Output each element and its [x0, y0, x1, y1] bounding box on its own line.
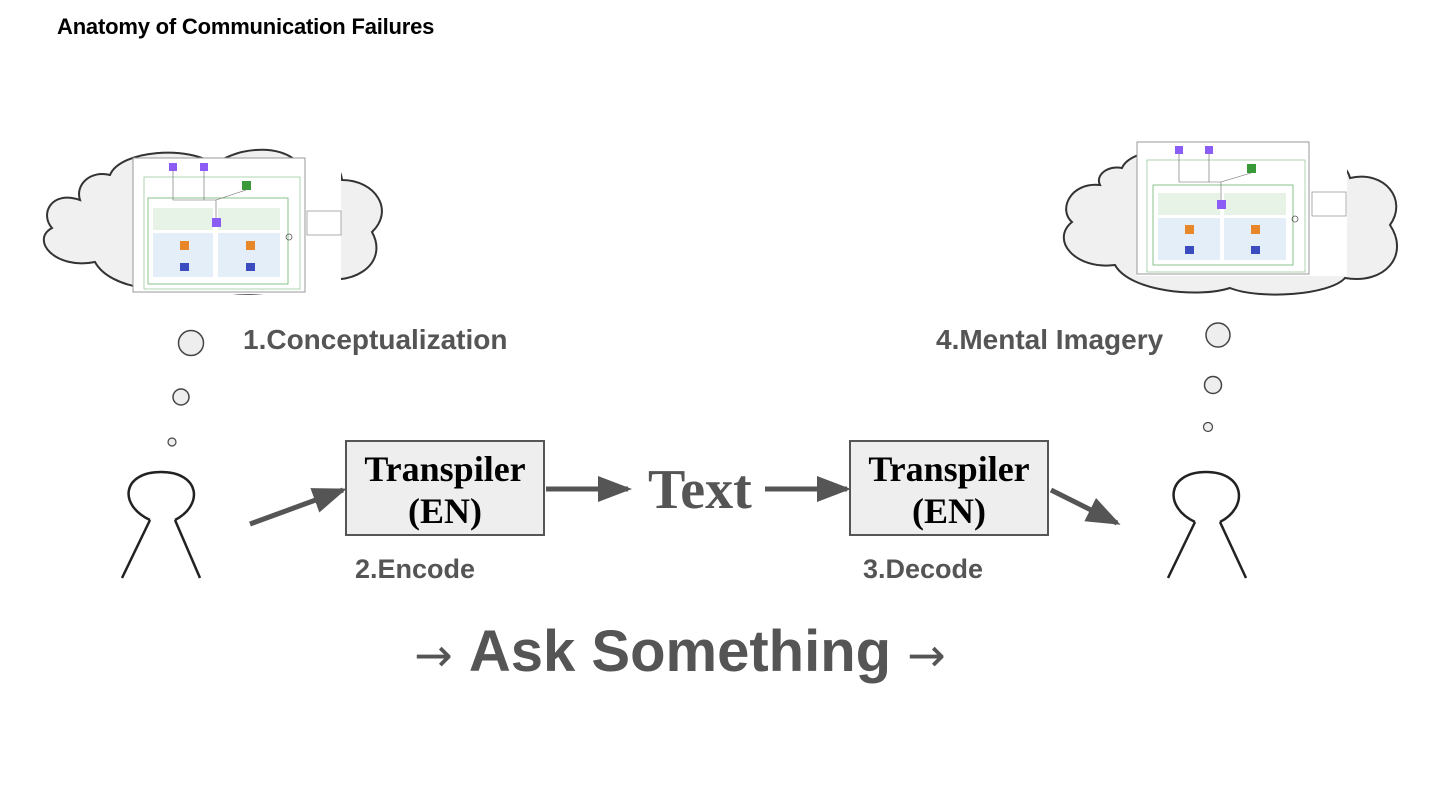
page-title: Anatomy of Communication Failures [57, 14, 435, 39]
thought-bubble-large-right [1205, 322, 1231, 348]
transpiler-encoder-language: (EN) [408, 491, 482, 531]
arrow-right-icon-left: → [414, 628, 453, 682]
arrow-decoder-to-receiver [1049, 487, 1121, 526]
step-conceptualization-label: 1.Conceptualization [243, 324, 508, 355]
arrow-right-icon-right: → [907, 628, 946, 682]
architecture-diagram-right [1136, 140, 1347, 276]
architecture-diagram-left [132, 157, 342, 294]
transpiler-decoder-name: Transpiler [868, 449, 1030, 489]
medium-text-label: Text [648, 459, 752, 521]
thought-bubble-large-left [177, 329, 205, 357]
transpiler-encoder-box: Transpiler (EN) [345, 440, 545, 536]
thought-bubble-medium-right [1203, 375, 1223, 395]
sender-person-icon [120, 470, 202, 579]
thought-bubble-medium-left [172, 388, 190, 406]
ask-something-banner: → Ask Something → [0, 618, 1360, 685]
step-decode-label: 3.Decode [863, 554, 984, 584]
transpiler-decoder-language: (EN) [912, 491, 986, 531]
step-encode-label: 2.Encode [355, 554, 476, 584]
receiver-person-icon [1166, 470, 1248, 579]
arrow-sender-to-encoder [249, 487, 347, 527]
thought-bubble-small-left [167, 437, 177, 447]
transpiler-encoder-name: Transpiler [364, 449, 526, 489]
step-mental-imagery-label: 4.Mental Imagery [936, 324, 1164, 355]
ask-something-text: Ask Something [468, 619, 892, 684]
transpiler-decoder-box: Transpiler (EN) [849, 440, 1049, 536]
thought-bubble-small-right [1202, 421, 1214, 433]
